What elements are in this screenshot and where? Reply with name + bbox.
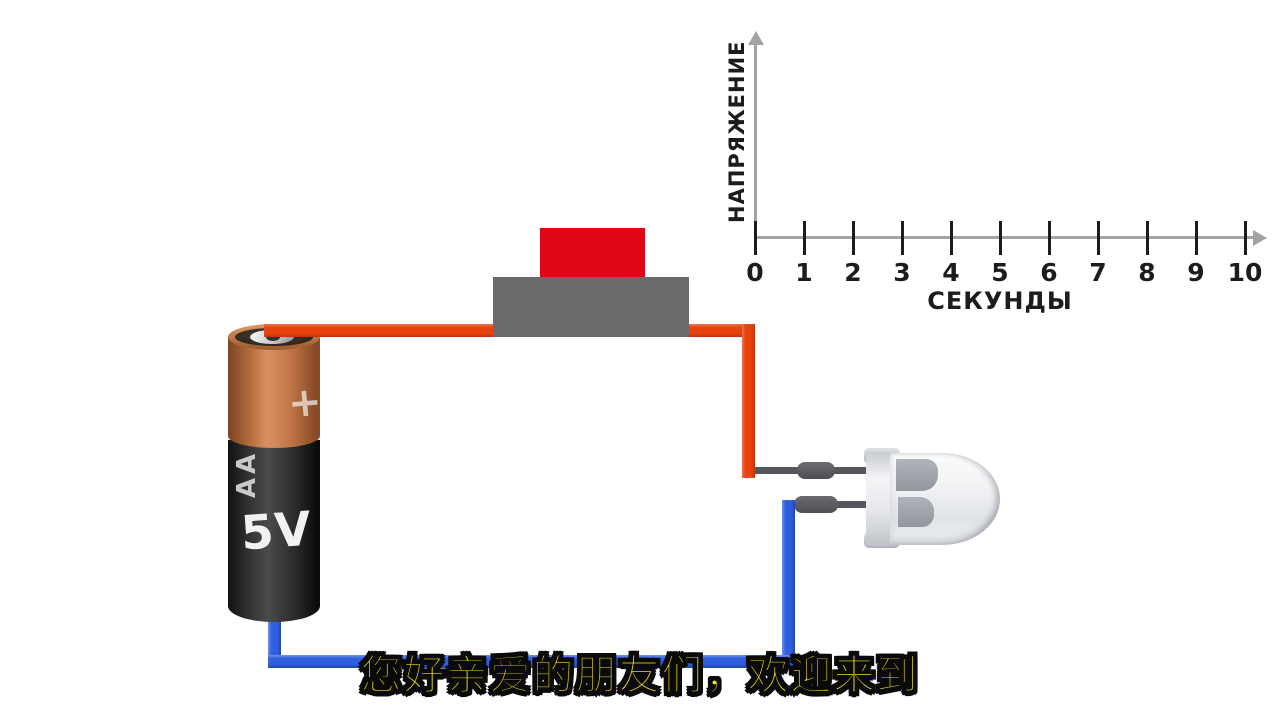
x-axis-arrow-icon bbox=[1253, 230, 1267, 246]
led-anvil-electrode bbox=[896, 459, 938, 491]
battery-body bbox=[228, 440, 320, 622]
x-axis-title: СЕКУНДЫ bbox=[927, 287, 1073, 315]
subtitle-caption: 您好亲爱的朋友们，欢迎来到 bbox=[360, 651, 920, 700]
battery-size-label: AA bbox=[232, 449, 262, 499]
y-axis-line bbox=[754, 44, 757, 238]
led-cathode-crimp bbox=[794, 496, 838, 513]
battery: + AA 5V bbox=[228, 324, 324, 622]
positive-wire-vertical bbox=[742, 324, 755, 478]
negative-wire-horizontal-bottom bbox=[268, 655, 795, 668]
battery-terminal-center bbox=[266, 333, 280, 341]
y-axis-title: НАПРЯЖЕНИЕ bbox=[725, 40, 749, 223]
positive-wire-button-to-corner bbox=[688, 324, 755, 337]
battery-voltage-label: 5V bbox=[239, 501, 314, 562]
negative-wire-vertical-right bbox=[782, 500, 795, 668]
battery-plus-symbol: + bbox=[286, 378, 324, 428]
led-post-electrode bbox=[898, 497, 934, 527]
positive-wire-battery-to-button bbox=[264, 324, 502, 337]
y-axis-arrow-icon bbox=[748, 31, 764, 45]
push-button-cap bbox=[540, 228, 645, 278]
x-axis-line bbox=[754, 236, 1255, 239]
led-anode-crimp bbox=[797, 462, 835, 479]
push-button-base bbox=[493, 277, 689, 337]
battery-copper-top bbox=[228, 336, 320, 448]
